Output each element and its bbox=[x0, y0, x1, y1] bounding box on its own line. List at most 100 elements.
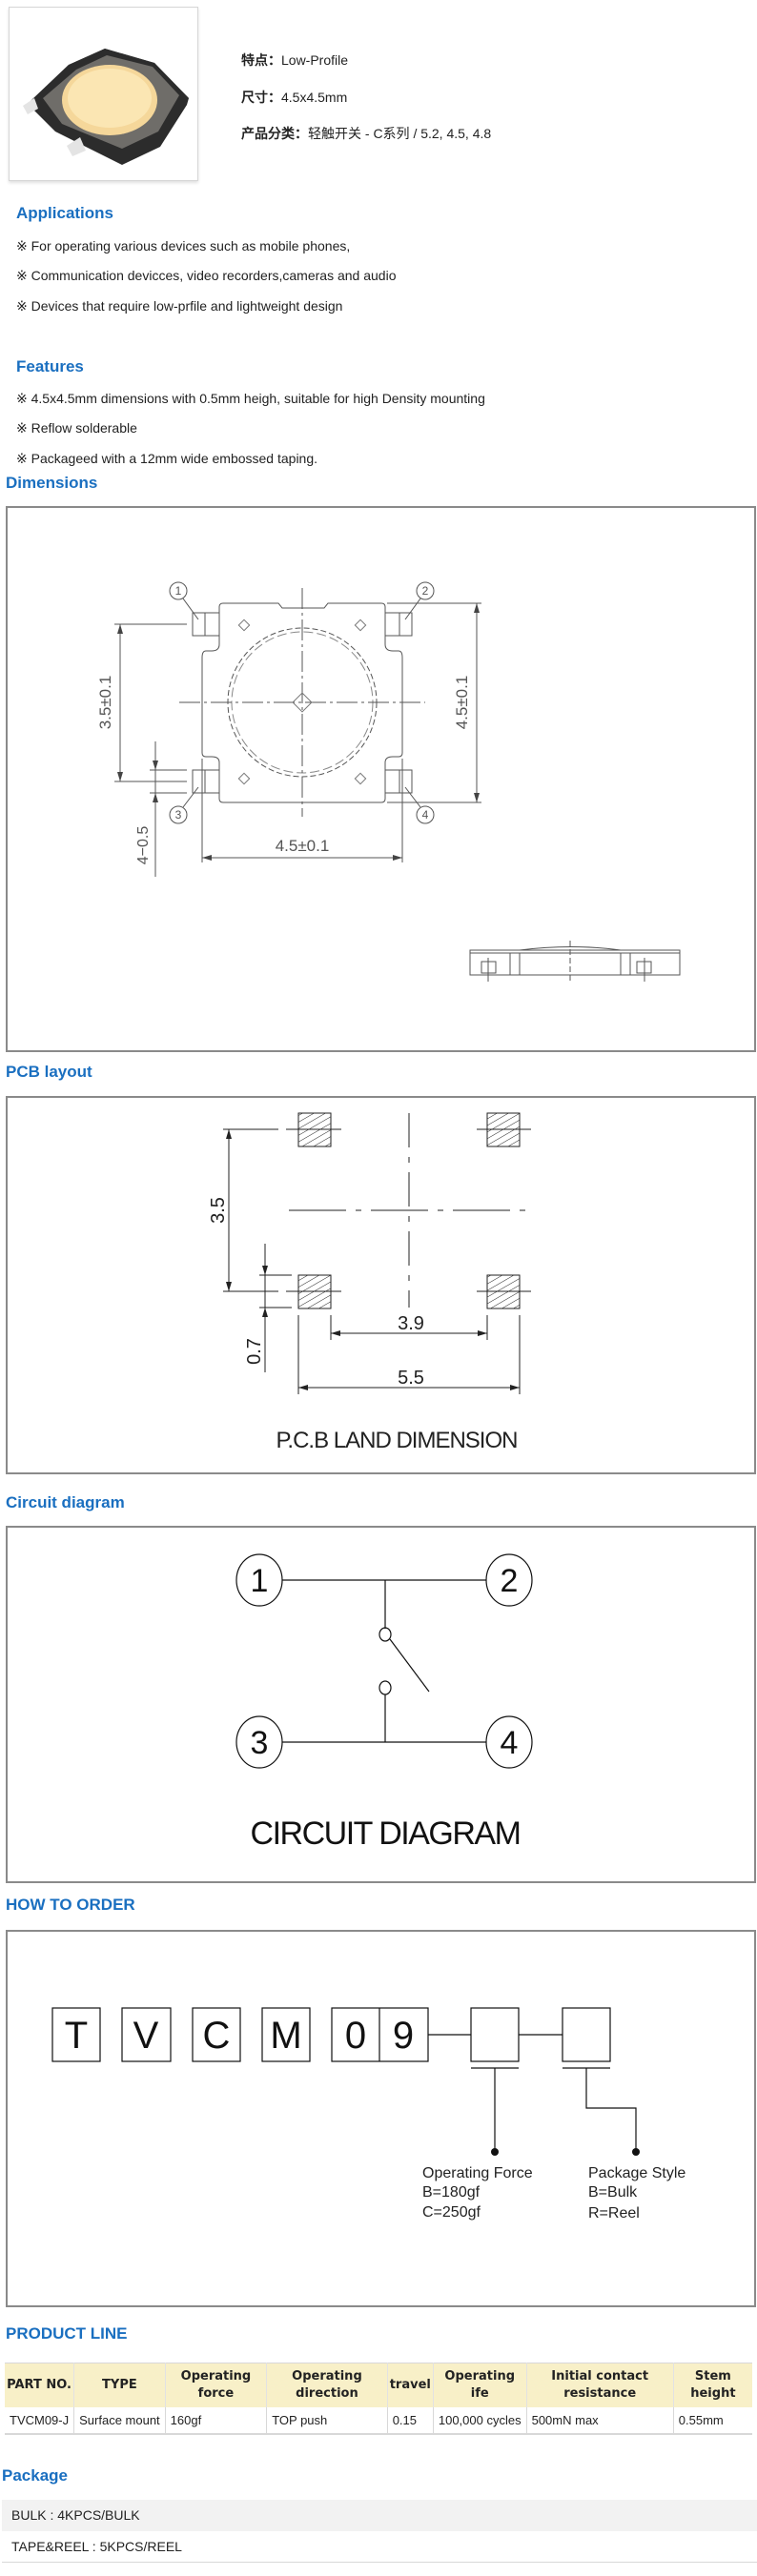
code-char: 9 bbox=[393, 2015, 414, 2057]
info-label: 尺寸： bbox=[241, 90, 281, 105]
pcb-dim-inner: 3.9 bbox=[398, 1313, 424, 1334]
pcb-drawing-box: 3.5 0.7 3.9 5.5 P.C.B LAND DIMENSION bbox=[6, 1096, 756, 1474]
package-title: Package Style bbox=[588, 2165, 685, 2181]
dim-height: 4.5±0.1 bbox=[453, 676, 471, 730]
switch-contact bbox=[378, 1627, 392, 1642]
code-char: C bbox=[203, 2015, 231, 2057]
dimensions-heading: Dimensions bbox=[6, 474, 98, 492]
table-cell: 0.55mm bbox=[672, 2407, 752, 2434]
package-code-box bbox=[562, 2007, 611, 2062]
info-category: 产品分类：轻触开关 - C系列 / 5.2, 4.5, 4.8 bbox=[241, 125, 491, 142]
pad-1 bbox=[192, 612, 220, 637]
force-dot bbox=[491, 2148, 499, 2156]
circuit-drawing: 1 2 3 4 CIRCUIT DIAGRAM bbox=[235, 1553, 533, 1852]
product-line-table: PART NO. TYPE Operating force Operating … bbox=[5, 2363, 752, 2435]
info-value: 轻触开关 - C系列 / 5.2, 4.5, 4.8 bbox=[308, 126, 492, 141]
code-char: M bbox=[270, 2015, 301, 2057]
dimensions-drawing-box: 1 2 3 4 3.5±0.1 4.5±0.1 4.5±0.1 4−0.5 bbox=[6, 506, 756, 1052]
features-heading: Features bbox=[16, 357, 84, 375]
pad-4 bbox=[384, 769, 413, 794]
package-option: B=Bulk bbox=[588, 2184, 638, 2201]
order-heading: HOW TO ORDER bbox=[6, 1896, 135, 1914]
switch-contact bbox=[378, 1680, 392, 1695]
circuit-heading: Circuit diagram bbox=[6, 1493, 125, 1511]
circuit-pin-3: 3 bbox=[251, 1725, 269, 1761]
table-row: TVCM09-J Surface mount 160gf TOP push 0.… bbox=[5, 2407, 752, 2434]
pcb-drawing: 3.5 0.7 3.9 5.5 P.C.B LAND DIMENSION bbox=[208, 1112, 531, 1453]
dimensions-drawing: 1 2 3 4 3.5±0.1 4.5±0.1 4.5±0.1 4−0.5 bbox=[96, 581, 681, 984]
table-cell: Surface mount bbox=[73, 2407, 166, 2434]
column-header: travel bbox=[386, 2363, 434, 2407]
info-value: Low-Profile bbox=[281, 52, 349, 68]
column-header: Operating direction bbox=[266, 2363, 388, 2407]
switch-body-outline bbox=[201, 602, 403, 803]
circuit-caption: CIRCUIT DIAGRAM bbox=[251, 1815, 521, 1852]
package-dot bbox=[632, 2148, 640, 2156]
column-header: Operating ife bbox=[432, 2363, 527, 2407]
applications-heading: Applications bbox=[16, 204, 114, 222]
pcb-caption: P.C.B LAND DIMENSION bbox=[276, 1428, 518, 1453]
code-char: V bbox=[133, 2015, 159, 2057]
circuit-drawing-box: 1 2 3 4 CIRCUIT DIAGRAM bbox=[6, 1526, 756, 1883]
dim-width: 4.5±0.1 bbox=[276, 837, 330, 855]
column-header: Stem height bbox=[672, 2363, 752, 2407]
code-char: 0 bbox=[345, 2015, 366, 2057]
pad-2 bbox=[384, 612, 413, 637]
switch-lever bbox=[389, 1638, 430, 1693]
features-item: ※ Packageed with a 12mm wide embossed ta… bbox=[16, 451, 318, 466]
table-cell: 500mN max bbox=[525, 2407, 674, 2434]
tact-switch-photo bbox=[23, 49, 189, 165]
force-title: Operating Force bbox=[422, 2165, 533, 2181]
table-cell: 160gf bbox=[164, 2407, 267, 2434]
pin-label-2: 2 bbox=[422, 584, 429, 598]
circuit-pin-2: 2 bbox=[501, 1563, 519, 1599]
code-char: T bbox=[65, 2015, 88, 2057]
code-box bbox=[51, 2007, 101, 2062]
info-value: 4.5x4.5mm bbox=[281, 90, 348, 105]
features-item: ※ Reflow solderable bbox=[16, 420, 137, 436]
order-drawing-box: T V C M 0 9 Operating Force B=180gf C=25… bbox=[6, 1930, 756, 2307]
features-item: ※ 4.5x4.5mm dimensions with 0.5mm heigh,… bbox=[16, 391, 485, 406]
pin-label-4: 4 bbox=[422, 808, 429, 821]
info-label: 特点： bbox=[241, 52, 281, 68]
dim-pin-pitch: 3.5±0.1 bbox=[96, 676, 114, 730]
pad-3 bbox=[192, 769, 220, 794]
code-box bbox=[192, 2007, 241, 2062]
side-view bbox=[469, 941, 681, 984]
info-size: 尺寸：4.5x4.5mm bbox=[241, 89, 347, 106]
table-cell: TVCM09-J bbox=[10, 2413, 70, 2427]
dim-pad: 4−0.5 bbox=[135, 826, 152, 865]
info-label: 产品分类： bbox=[241, 126, 308, 141]
package-heading: Package bbox=[2, 2466, 68, 2485]
column-header: Initial contact resistance bbox=[525, 2363, 674, 2407]
pcb-dim-pad: 0.7 bbox=[244, 1338, 265, 1365]
package-row-reel: TAPE&REEL : 5KPCS/REEL bbox=[2, 2531, 757, 2563]
circuit-pin-4: 4 bbox=[501, 1725, 519, 1761]
table-cell: 0.15 bbox=[386, 2407, 434, 2434]
table-cell: TOP push bbox=[266, 2407, 388, 2434]
column-header: Operating force bbox=[164, 2363, 267, 2407]
force-option: B=180gf bbox=[422, 2184, 481, 2201]
applications-item: ※ Devices that require low-prfile and li… bbox=[16, 298, 343, 314]
package-row-bulk: BULK : 4KPCS/BULK bbox=[2, 2500, 757, 2531]
info-feature: 特点：Low-Profile bbox=[241, 51, 348, 69]
table-cell: 100,000 cycles bbox=[432, 2407, 527, 2434]
code-box bbox=[261, 2007, 311, 2062]
column-header: TYPE bbox=[73, 2363, 166, 2407]
pcb-dim-vertical: 3.5 bbox=[208, 1197, 229, 1224]
pin-label-3: 3 bbox=[175, 808, 182, 821]
force-code-box bbox=[470, 2007, 520, 2062]
force-option: C=250gf bbox=[422, 2204, 481, 2221]
package-option: R=Reel bbox=[588, 2205, 640, 2221]
order-drawing: T V C M 0 9 Operating Force B=180gf C=25… bbox=[51, 2007, 685, 2221]
product-image bbox=[9, 7, 198, 181]
product-line-heading: PRODUCT LINE bbox=[6, 2324, 128, 2343]
circuit-pin-1: 1 bbox=[251, 1563, 269, 1599]
applications-item: ※ For operating various devices such as … bbox=[16, 238, 351, 254]
column-header: PART NO. bbox=[5, 2363, 74, 2407]
pcb-heading: PCB layout bbox=[6, 1063, 92, 1081]
applications-item: ※ Communication devicces, video recorder… bbox=[16, 268, 397, 283]
pcb-dim-outer: 5.5 bbox=[398, 1368, 424, 1389]
pin-label-1: 1 bbox=[175, 584, 182, 598]
table-header-row: PART NO. TYPE Operating force Operating … bbox=[5, 2363, 752, 2407]
